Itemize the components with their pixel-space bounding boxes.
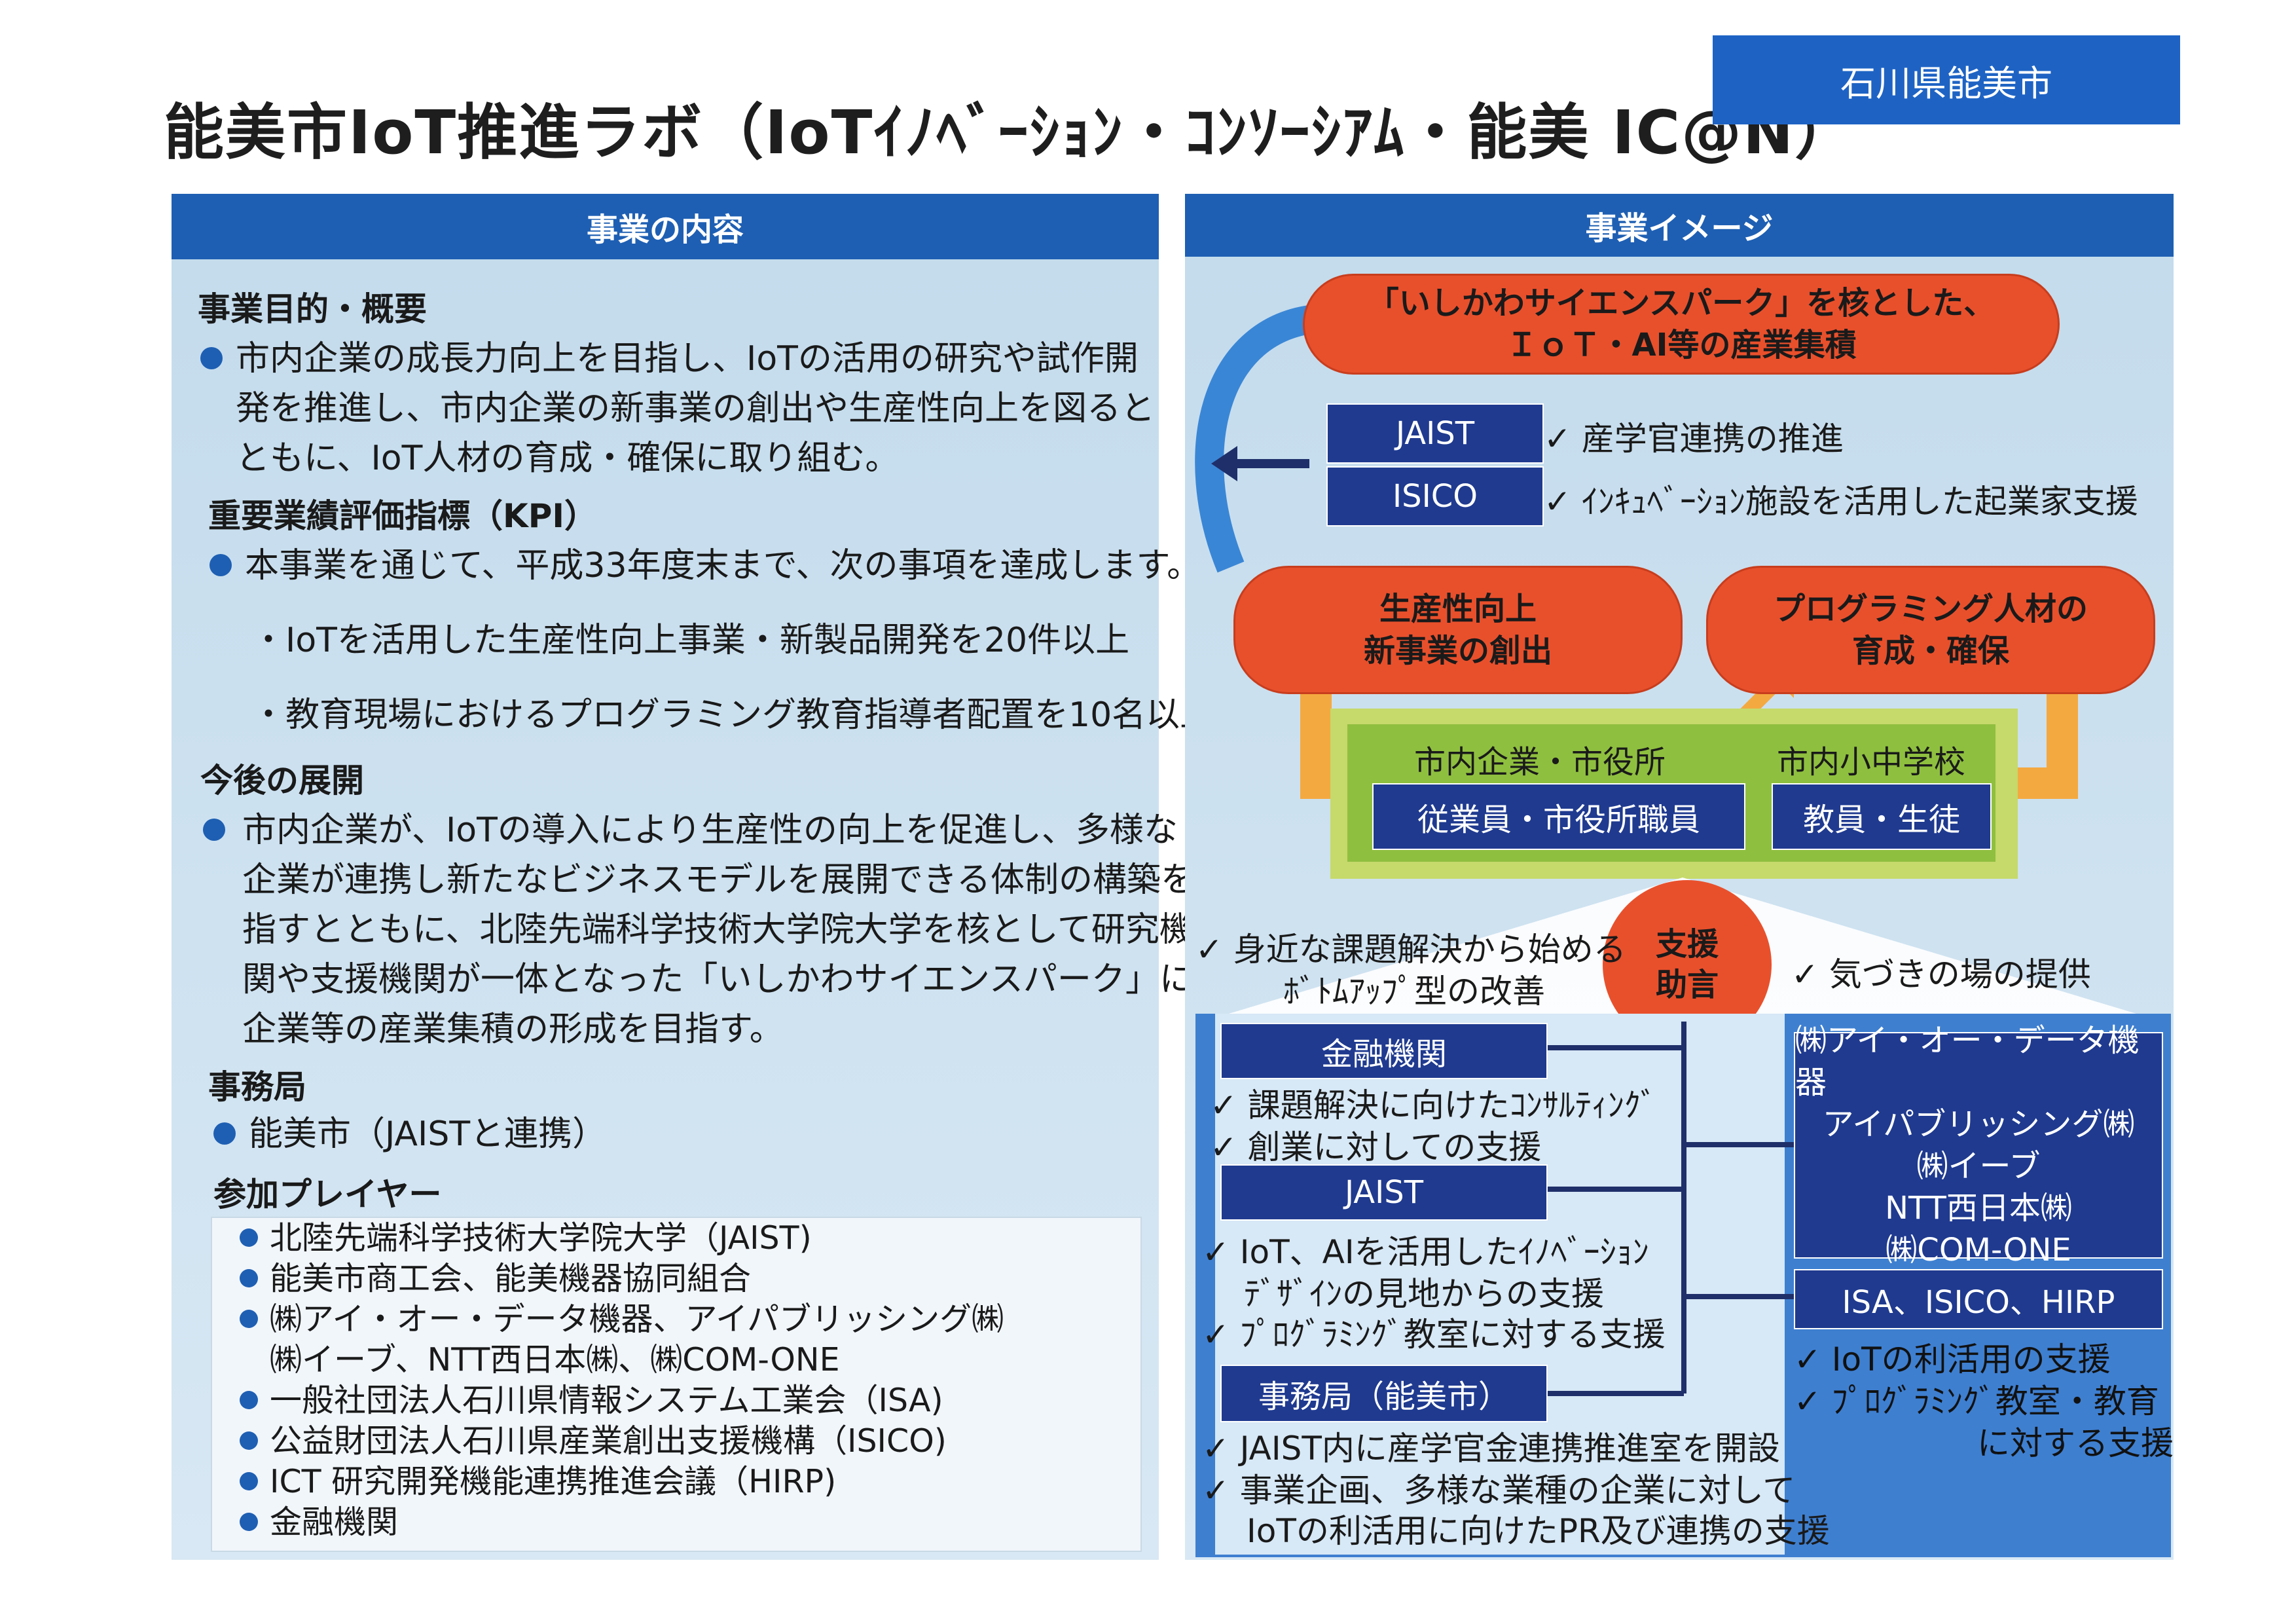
company-2: アイパブリッシング㈱: [1822, 1106, 2135, 1143]
players-title: 参加プレイヤー: [213, 1175, 442, 1213]
kpi-item-2: ・教育現場におけるプログラミング教育指導者配置を10名以上: [251, 695, 1214, 735]
kpi-lead: 本事業を通じて、平成33年度末まで、次の事項を達成します。: [245, 546, 1201, 585]
top-pill-line-1: 「いしかわサイエンスパーク」を核とした、: [1367, 285, 1995, 322]
pill-right-line-1: プログラミング人材の: [1773, 591, 2088, 627]
future-line-2: 企業が連携し新たなビジネスモデルを展開できる体制の構築を目: [242, 860, 1229, 900]
players-box: [211, 1217, 1142, 1552]
bullet-icon: [203, 819, 225, 841]
pill-right-line-2: 育成・確保: [1851, 633, 2009, 669]
right-panel-heading: 事業イメージ: [1185, 194, 2174, 257]
office2-item-2: ✓ 事業企画、多様な業種の企業に対して: [1202, 1471, 1796, 1509]
jaist2-item-2: ﾃﾞｻﾞｲﾝの見地からの支援: [1244, 1275, 1604, 1313]
bullet-icon: [240, 1431, 258, 1450]
jaist2-label: JAIST: [1220, 1164, 1548, 1221]
isico-check: ✓ ｲﾝｷｭﾍﾞｰｼｮﾝ施設を活用した起業家支援: [1544, 483, 2138, 521]
bullet-icon: [240, 1228, 258, 1247]
support-inner: [1215, 1014, 1785, 1555]
pill-left-line-2: 新事業の創出: [1363, 633, 1552, 669]
prefecture-badge: 石川県能美市: [1713, 35, 2180, 124]
finance-item-1: ✓ 課題解決に向けたｺﾝｻﾙﾃｨﾝｸﾞ: [1210, 1086, 1657, 1124]
office-item: 能美市（JAISTと連携）: [249, 1115, 607, 1154]
bottomup-check-1: ✓ 身近な課題解決から始める: [1195, 931, 1626, 969]
player-3: ㈱アイ・オー・データ機器、アイパブリッシング㈱: [270, 1301, 1004, 1338]
bullet-icon: [240, 1391, 258, 1409]
player-7: ICT 研究開発機能連携推進会議（HIRP): [270, 1463, 837, 1500]
purpose-line-1: 市内企業の成長力向上を目指し、IoTの活用の研究や試作開: [236, 339, 1139, 378]
office2-item-3: IoTの利活用に向けたPR及び連携の支援: [1247, 1512, 1830, 1550]
purpose-line-3: ともに、IoT人材の育成・確保に取り組む。: [236, 439, 900, 478]
future-line-5: 企業等の産業集積の形成を目指す。: [242, 1010, 784, 1049]
future-line-1: 市内企業が、IoTの導入により生産性の向上を促進し、多様な: [242, 811, 1178, 850]
player-6: 公益財団法人石川県産業創出支援機構（ISICO): [270, 1422, 947, 1460]
bullet-icon: [213, 1122, 236, 1145]
school-box: 教員・生徒: [1772, 783, 1992, 850]
office2-label: 事務局（能美市）: [1220, 1365, 1548, 1422]
connector-lines: [1545, 1022, 1800, 1396]
company-5: ㈱COM-ONE: [1886, 1232, 2071, 1268]
future-line-3: 指すとともに、北陸先端科学技術大学院大学を核として研究機: [242, 910, 1194, 950]
pill-left-line-1: 生産性向上: [1379, 591, 1537, 627]
bullet-icon: [200, 347, 223, 369]
isa-item-2: ✓ ﾌﾟﾛｸﾞﾗﾐﾝｸﾞ教室・教育: [1794, 1382, 2159, 1420]
isa-item-1: ✓ IoTの利活用の支援: [1794, 1340, 2111, 1378]
jaist-check: ✓ 産学官連携の推進: [1544, 420, 1844, 458]
city-label: 市内企業・市役所: [1414, 744, 1666, 781]
support-line-1: 支援: [1655, 926, 1719, 963]
kpi-item-1: ・IoTを活用した生産性向上事業・新製品開発を20件以上: [251, 621, 1130, 660]
player-8: 金融機関: [270, 1504, 399, 1541]
awareness-check: ✓ 気づきの場の提供: [1791, 955, 2091, 993]
bullet-icon: [240, 1269, 258, 1287]
bullet-icon: [240, 1310, 258, 1328]
player-2: 能美市商工会、能美機器協同組合: [270, 1260, 752, 1297]
city-box: 従業員・市役所職員: [1372, 783, 1745, 850]
finance-label: 金融機関: [1220, 1023, 1548, 1079]
orange-arrow-right: [2003, 678, 2078, 799]
player-4: ㈱イーブ、NTT西日本㈱、㈱COM-ONE: [270, 1341, 840, 1378]
pill-programming: プログラミング人材の 育成・確保: [1706, 566, 2155, 694]
office-title: 事務局: [208, 1068, 306, 1106]
support-line-2: 助言: [1655, 967, 1719, 1003]
jaist-box: JAIST: [1326, 403, 1544, 464]
player-5: 一般社団法人石川県情報システム工業会（ISA): [270, 1382, 943, 1419]
bullet-icon: [210, 554, 232, 576]
purpose-line-2: 発を推進し、市内企業の新事業の創出や生産性向上を図ると: [236, 389, 1156, 428]
company-4: NTT西日本㈱: [1885, 1190, 2072, 1227]
player-1: 北陸先端科学技術大学院大学（JAIST): [270, 1219, 812, 1257]
companies-box: ㈱アイ・オー・データ機器 アイパブリッシング㈱ ㈱イーブ NTT西日本㈱ ㈱CO…: [1794, 1022, 2163, 1268]
curve-arrow: [1195, 304, 1324, 573]
top-pill: 「いしかわサイエンスパーク」を核とした、 ＩｏＴ・AI等の産業集積: [1303, 274, 2060, 375]
purpose-title: 事業目的・概要: [198, 290, 427, 328]
future-line-4: 関や支援機関が一体となった「いしかわサイエンスパーク」に、IoT: [242, 960, 1279, 999]
company-1: ㈱アイ・オー・データ機器: [1795, 1022, 2140, 1101]
page-title: 能美市IoT推進ラボ（IoTｲﾉﾍﾞｰｼｮﾝ・ｺﾝｿｰｼｱﾑ・能美 IC@N）: [164, 98, 1857, 168]
company-3: ㈱イーブ: [1916, 1148, 2041, 1185]
isico-box: ISICO: [1326, 466, 1544, 526]
left-panel-heading: 事業の内容: [172, 194, 1159, 259]
bottomup-check-2: ﾎﾞﾄﾑｱｯﾌﾟ型の改善: [1283, 972, 1545, 1010]
jaist2-item-1: ✓ IoT、AIを活用したｲﾉﾍﾞｰｼｮﾝ: [1202, 1233, 1649, 1271]
top-pill-line-2: ＩｏＴ・AI等の産業集積: [1506, 327, 1857, 363]
jaist2-item-3: ✓ ﾌﾟﾛｸﾞﾗﾐﾝｸﾞ教室に対する支援: [1202, 1316, 1666, 1354]
bullet-icon: [240, 1513, 258, 1531]
left-arrow-head: [1211, 446, 1237, 481]
isa-label: ISA、ISICO、HIRP: [1794, 1269, 2163, 1329]
pill-productivity: 生産性向上 新事業の創出: [1233, 566, 1683, 694]
bullet-icon: [240, 1472, 258, 1490]
office2-item-1: ✓ JAIST内に産学官金連携推進室を開設: [1202, 1430, 1780, 1467]
finance-item-2: ✓ 創業に対しての支援: [1210, 1128, 1542, 1166]
future-title: 今後の展開: [200, 762, 364, 800]
kpi-title: 重要業績評価指標（KPI）: [208, 497, 597, 535]
isa-item-3: に対する支援: [1977, 1424, 2174, 1462]
school-label: 市内小中学校: [1777, 744, 1966, 781]
